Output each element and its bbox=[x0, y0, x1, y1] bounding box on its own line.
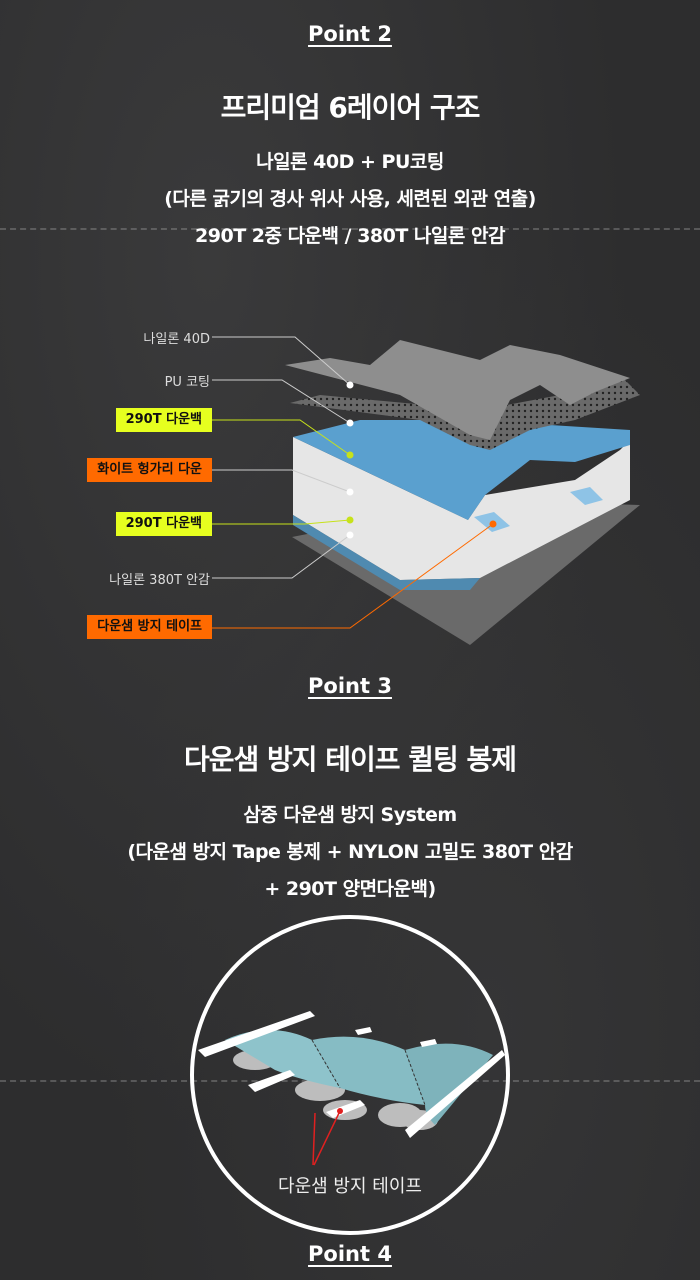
nylon-layer bbox=[285, 340, 630, 440]
desc-line: 290T 2중 다운백 / 380T 나일론 안감 bbox=[195, 225, 505, 247]
point3-label: Point 3 bbox=[308, 674, 392, 698]
layer-label-downproof-tape: 다운샘 방지 테이프 bbox=[87, 615, 212, 639]
down-layer bbox=[293, 437, 630, 580]
downproof-tape-callout: 다운샘 방지 테이프 bbox=[278, 1176, 422, 1197]
tape-strip bbox=[248, 1070, 295, 1092]
point2-title: 프리미엄 6레이어 구조 bbox=[220, 91, 481, 124]
tape-strip bbox=[198, 1011, 315, 1057]
point2-label: Point 2 bbox=[308, 22, 392, 46]
tape bbox=[570, 487, 603, 505]
layer-label-pu-coating: PU 코팅 bbox=[164, 375, 210, 390]
tape-strip bbox=[326, 1100, 365, 1118]
desc-line: + 290T 양면다운백) bbox=[264, 878, 436, 900]
teal-sheet bbox=[405, 1043, 493, 1125]
layer-label-white-down: 화이트 헝가리 다운 bbox=[87, 458, 212, 482]
layer-label-nylon-380t: 나일론 380T 안감 bbox=[109, 573, 210, 588]
desc-line: (다른 굵기의 경사 위사 사용, 세련된 외관 연출) bbox=[164, 188, 536, 210]
layer-diagram bbox=[212, 336, 640, 645]
layer-label-nylon-40d: 나일론 40D bbox=[143, 332, 210, 347]
point3-description: 삼중 다운샘 방지 System (다운샘 방지 Tape 봉제 + NYLON… bbox=[0, 797, 700, 908]
tape-strip bbox=[420, 1039, 437, 1047]
point3-title: 다운샘 방지 테이프 퀼팅 봉제 bbox=[183, 743, 517, 776]
teal-sheet bbox=[312, 1036, 425, 1105]
point4-label: Point 4 bbox=[308, 1242, 392, 1266]
stitch-line bbox=[0, 228, 700, 230]
teal-sheet bbox=[225, 1030, 340, 1088]
desc-line: 나일론 40D + PU코팅 bbox=[256, 151, 444, 173]
layer-label-290t-downbag: 290T 다운백 bbox=[115, 512, 212, 536]
layer-label-290t-downbag: 290T 다운백 bbox=[115, 408, 212, 432]
tape-strip bbox=[355, 1027, 372, 1035]
point2-description: 나일론 40D + PU코팅 (다른 굵기의 경사 위사 사용, 세련된 외관 … bbox=[0, 144, 700, 255]
desc-line: (다운샘 방지 Tape 봉제 + NYLON 고밀도 380T 안감 bbox=[127, 841, 573, 863]
downbag-layer bbox=[293, 420, 630, 520]
tape-strip bbox=[405, 1050, 505, 1138]
desc-line: 삼중 다운샘 방지 System bbox=[243, 804, 457, 826]
